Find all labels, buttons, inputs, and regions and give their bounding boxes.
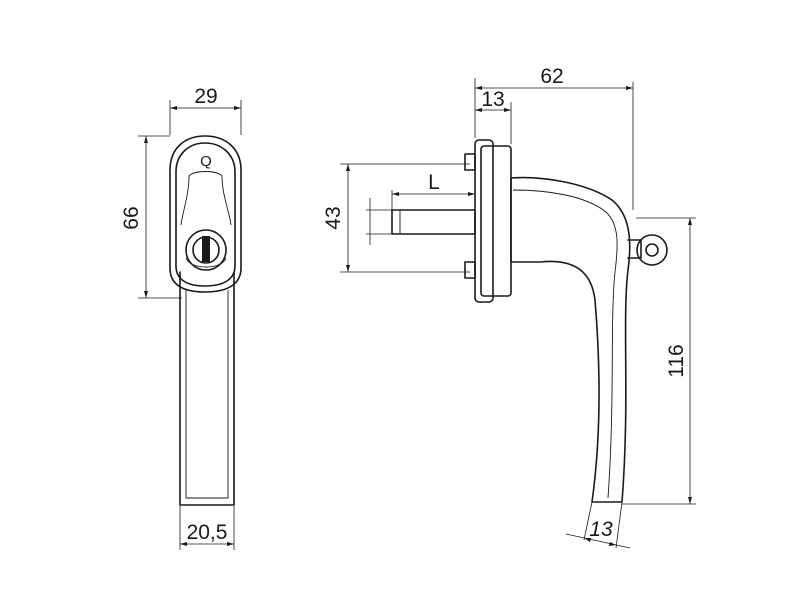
front-lever-inner	[185, 290, 229, 499]
key-slot	[202, 236, 210, 262]
side-lever-inner	[512, 189, 618, 499]
dim-lever-end-width: 13	[589, 518, 613, 541]
front-neck-top	[188, 171, 223, 177]
front-rose-outer	[169, 135, 242, 293]
dim-front-width: 29	[194, 85, 217, 108]
key-head-inner	[645, 243, 659, 257]
front-rose-inner	[175, 142, 236, 287]
side-view	[391, 139, 668, 503]
brand-mark: Q	[200, 153, 212, 170]
lock-cylinder-outer	[185, 229, 227, 271]
dim-front-bottom-width: 20,5	[187, 521, 228, 544]
front-neck-right	[221, 175, 232, 226]
front-neck-left	[180, 175, 190, 226]
base-plate-front	[480, 145, 512, 297]
dim-side-height-116: 116	[665, 344, 688, 377]
key-shank	[627, 239, 642, 259]
front-view: Q	[169, 135, 242, 506]
side-lever-outer	[510, 176, 631, 503]
screw-bottom	[464, 261, 476, 279]
spindle	[391, 209, 476, 235]
dim-spindle-length: L	[428, 171, 440, 194]
key-head-outer	[636, 234, 668, 266]
lock-base-arc	[185, 257, 227, 268]
dim-side-height-43: 43	[322, 206, 345, 229]
screw-top	[464, 153, 476, 171]
dim-front-height: 66	[120, 206, 143, 229]
base-plate-back	[474, 139, 494, 303]
side-dimensions: 62 13 L 43 116 1	[322, 65, 696, 549]
dim-side-overall-width: 62	[540, 65, 563, 88]
front-lever-outer	[179, 271, 235, 506]
front-dimensions: 29 66 20,5	[120, 85, 242, 550]
dim-side-plate-width: 13	[481, 88, 504, 111]
